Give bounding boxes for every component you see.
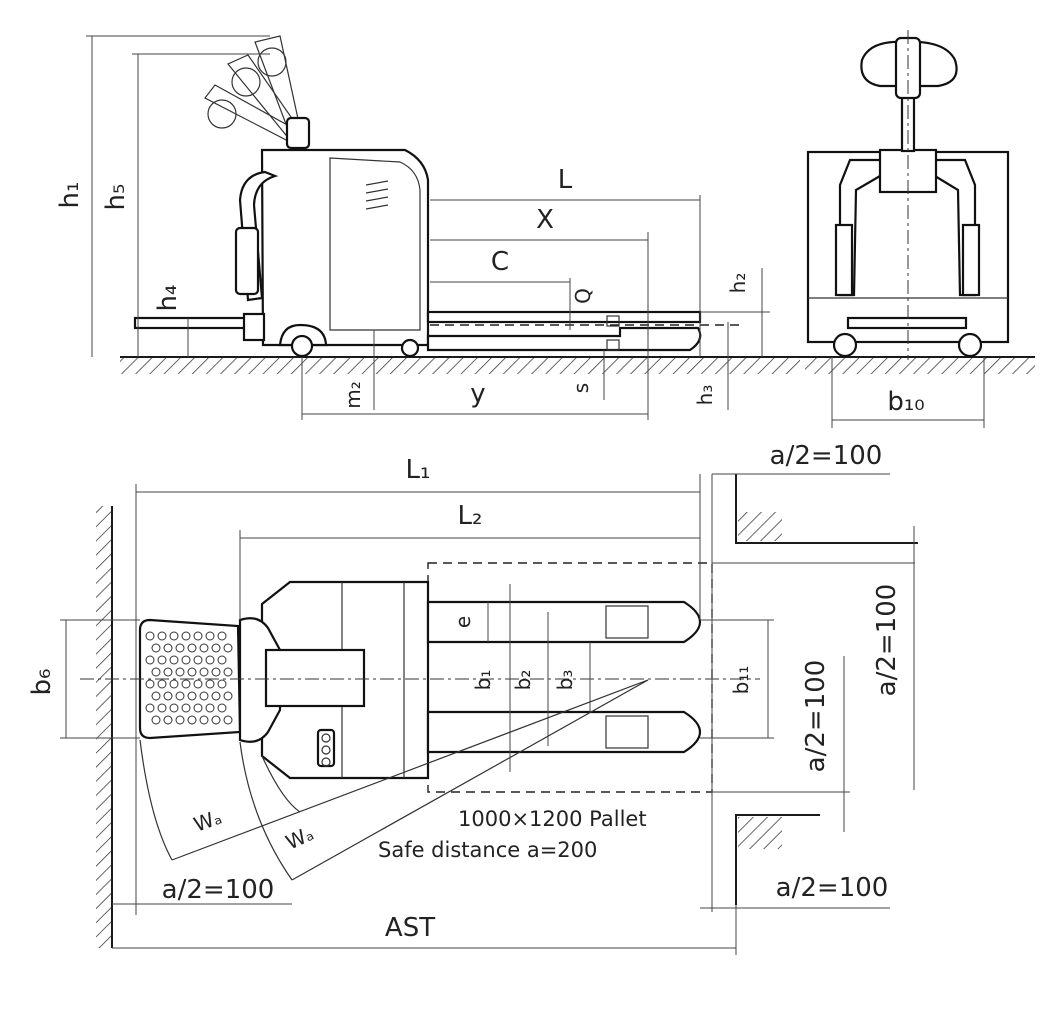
- label-m2: m₂: [341, 381, 365, 409]
- front-wheel-left: [832, 332, 858, 358]
- label-wa-inner: Wₐ: [282, 821, 317, 854]
- label-b6: b₆: [27, 669, 57, 696]
- motor-cover: [329, 157, 421, 331]
- label-b1: b₁: [471, 670, 495, 691]
- tiller-arm-top: [264, 648, 366, 708]
- label-e: e: [451, 616, 475, 628]
- label-C: C: [491, 247, 509, 277]
- drive-wheel: [290, 334, 314, 358]
- label-h1: h₁: [55, 182, 85, 209]
- fork-raised: [426, 310, 702, 324]
- platform-bracket: [242, 312, 266, 342]
- turn-arc-inner: [239, 741, 293, 881]
- key-switch: [316, 728, 336, 768]
- front-view: b₁₀: [806, 30, 1010, 428]
- label-b3: b₃: [553, 670, 577, 691]
- right-wall-upper: [735, 474, 918, 544]
- label-X: X: [536, 205, 554, 235]
- right-wall-lower: [735, 814, 820, 905]
- side-view: h₁ h₅ h₄ L X C Q h₂ h₃ m₂ y s: [55, 35, 1035, 420]
- label-AST: AST: [385, 913, 435, 943]
- label-a2-right-upper: a/2=100: [872, 584, 902, 697]
- tiller-handle: [204, 35, 311, 150]
- label-L1: L₁: [406, 455, 431, 485]
- pallet-note: 1000×1200 Pallet: [458, 807, 647, 831]
- front-wheel-right: [957, 332, 983, 358]
- fork-top-lower: [426, 710, 702, 754]
- label-L: L: [558, 165, 573, 195]
- front-fork-beam: [846, 316, 968, 330]
- label-b11: b₁₁: [729, 666, 753, 695]
- label-wa-outer: Wₐ: [191, 805, 225, 837]
- label-b10: b₁₀: [887, 387, 924, 417]
- ground-hatch-front: [805, 358, 1035, 374]
- top-view: L₁ L₂ b₆ e b₁ b₂ b₃ b₁₁ a/2=100 a/2=100 …: [27, 441, 918, 955]
- label-s: s: [569, 383, 593, 393]
- label-a2-right-lower: a/2=100: [801, 660, 831, 773]
- safe-distance-note: Safe distance a=200: [378, 838, 597, 862]
- fork-top-upper: [426, 600, 702, 644]
- grab-grip: [234, 226, 260, 296]
- fork-lowered: [426, 326, 702, 352]
- label-h2: h₂: [726, 273, 750, 294]
- label-L2: L₂: [458, 501, 483, 531]
- label-Q: Q: [571, 288, 595, 304]
- ground-hatch: [120, 358, 800, 374]
- caster-wheel: [400, 338, 420, 358]
- label-h3: h₃: [693, 385, 717, 406]
- label-a2-bottom-left: a/2=100: [162, 875, 275, 905]
- label-y: y: [470, 379, 485, 409]
- truck-body: [260, 148, 430, 347]
- platform-holes: [145, 631, 233, 725]
- label-h4: h₄: [153, 285, 183, 312]
- label-a2-bottom-right: a/2=100: [776, 873, 889, 903]
- operator-platform: [133, 316, 247, 330]
- label-b2: b₂: [511, 670, 535, 691]
- turn-arc-outer: [139, 739, 173, 861]
- label-h5: h₅: [101, 184, 131, 211]
- label-a2-top-right: a/2=100: [770, 441, 883, 471]
